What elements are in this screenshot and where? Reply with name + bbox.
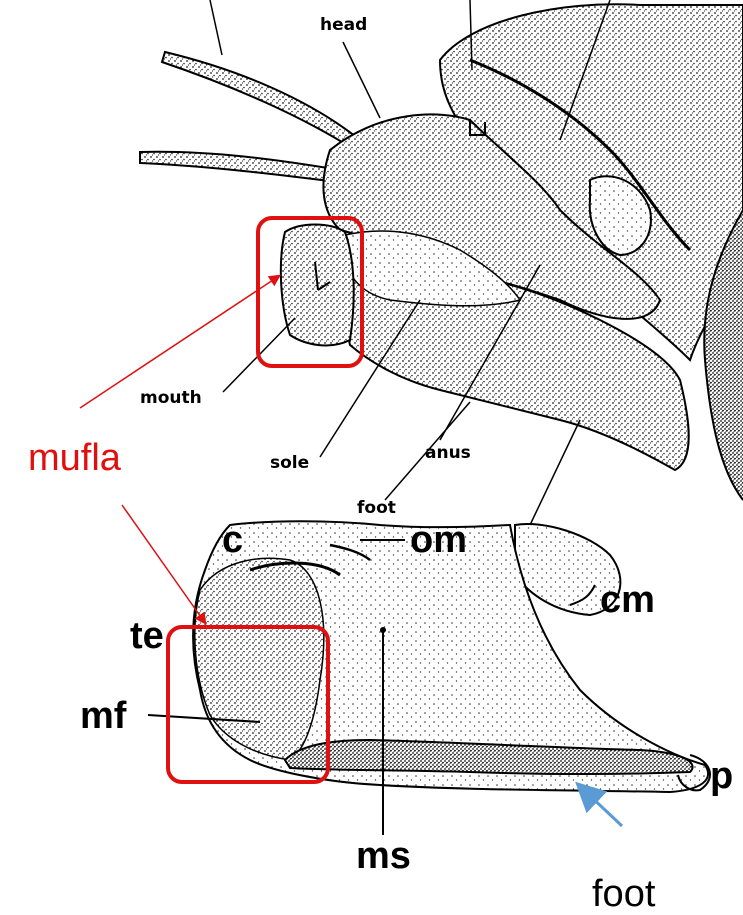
label-anus: anus [425,443,471,463]
label-te: te [130,615,164,657]
label-mufla: mufla [28,437,122,479]
label-cm: cm [600,579,655,621]
label-foot-annotation: foot [592,873,656,915]
label-om: om [410,519,467,561]
leader-head [343,42,380,118]
label-p: p [710,755,733,797]
mufla-arrow-bottom [122,505,203,620]
label-ms: ms [356,835,411,877]
ms-dot [380,627,386,633]
top-panel: head mouth sole anus foot [140,0,743,525]
label-head: head [320,15,367,35]
tentacle-lower [140,152,340,182]
label-c: c [222,519,243,561]
label-mouth: mouth [140,388,202,408]
label-sole: sole [270,453,309,473]
bottom-panel: c om cm te mf p ms [80,519,733,877]
leader-bottom-right [530,420,580,525]
tentacle-upper [162,52,360,150]
foot-arrow [586,792,622,826]
leader-tentacle-top [210,0,222,55]
label-foot-top: foot [357,498,396,518]
label-mf: mf [80,695,127,737]
